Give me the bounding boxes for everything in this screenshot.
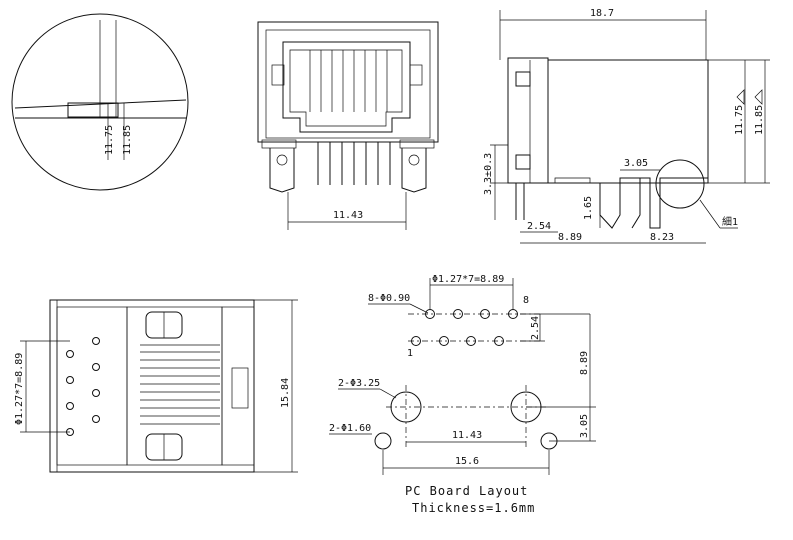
pcb-vert-total-label: 8.89 (579, 351, 590, 375)
front-span-label: 11.43 (333, 210, 363, 221)
side-mount-height: 3.3±0.3 (483, 153, 494, 195)
pcb-post-holes-label: 2-Φ1.60 (329, 423, 371, 434)
bottom-overall-label: 15.84 (280, 378, 291, 408)
pcb-pitch-label: Φ1.27*7=8.89 (432, 274, 504, 285)
side-body-length: 8.89 (558, 232, 582, 243)
pcb-post-offset-label: 3.05 (579, 414, 590, 438)
pcb-pin1-label: 1 (407, 348, 413, 359)
detail-height-outer: 11.85 (122, 125, 133, 155)
side-height-inner: 11.75 (734, 105, 745, 135)
pcb-mount-holes-label: 2-Φ3.25 (338, 378, 380, 389)
bottom-pitch-label: Φ1.27*7=8.89 (14, 353, 25, 425)
detail-height-inner: 11.75 (104, 125, 115, 155)
side-total-width: 18.7 (590, 8, 614, 19)
side-pin-height: 1.65 (583, 196, 594, 220)
pcb-holes-label: 8-Φ0.90 (368, 293, 410, 304)
pcb-row-gap-label: 2.54 (530, 316, 541, 340)
pcb-caption-title: PC Board Layout (405, 484, 528, 498)
pcb-layout: Φ1.27*7=8.89 8-Φ0.90 1 8 2.54 2-Φ3.25 11… (329, 274, 596, 515)
pcb-post-span-label: 15.6 (455, 456, 479, 467)
side-pin-length: 2.54 (527, 221, 551, 232)
front-view: 11.43 (257, 21, 439, 230)
side-height-outer: 11.85 (754, 105, 765, 135)
side-offset-label: 3.05 (624, 158, 648, 169)
pcb-pin8-label: 8 (523, 295, 529, 306)
bottom-view: Φ1.27*7=8.89 15.84 (14, 299, 298, 473)
side-rear-length: 8.23 (650, 232, 674, 243)
pcb-caption-thickness: Thickness=1.6mm (412, 501, 535, 515)
pcb-mount-span-label: 11.43 (452, 430, 482, 441)
detail-view: 11.75 11.85 (11, 13, 189, 191)
side-detail-ref: 細1 (722, 215, 738, 228)
side-view: 18.7 11.75 11.85 3.3±0.3 3.05 1.65 2.54 (483, 8, 770, 244)
